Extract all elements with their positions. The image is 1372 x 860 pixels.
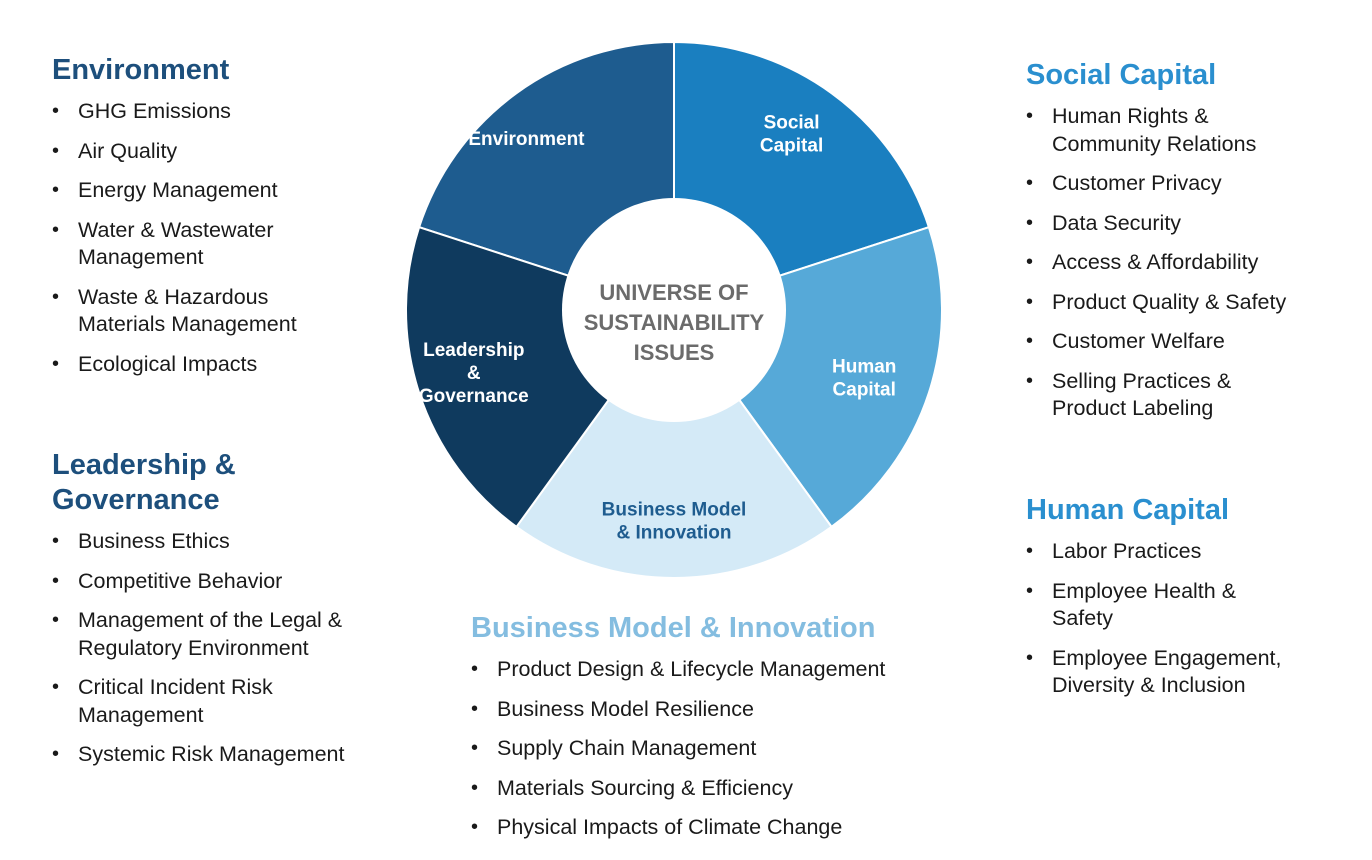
social-capital-section: Social Capital Human Rights & Community … (1026, 57, 1346, 435)
wheel-label-human: Capital (833, 379, 896, 400)
human-capital-section: Human Capital Labor Practices Employee H… (1026, 492, 1346, 712)
list-item: Data Security (1026, 210, 1346, 238)
wheel-label-business: Business Model (602, 500, 747, 521)
list-item: Customer Privacy (1026, 170, 1346, 198)
wheel-label-leadership: Leadership (423, 340, 524, 361)
list-item: Systemic Risk Management (52, 741, 392, 769)
list-item: Labor Practices (1026, 538, 1346, 566)
center-label-line-2: SUSTAINABILITY (584, 310, 765, 335)
environment-heading: Environment (52, 54, 230, 86)
list-item: Product Quality & Safety (1026, 289, 1346, 317)
list-item: GHG Emissions (52, 98, 382, 126)
wheel-label-leadership: & (467, 363, 481, 384)
list-item: Supply Chain Management (471, 735, 991, 763)
list-item: Business Ethics (52, 528, 392, 556)
center-label-line-3: ISSUES (634, 340, 715, 365)
human-capital-list: Labor Practices Employee Health & Safety… (1026, 538, 1346, 700)
leadership-list: Business Ethics Competitive Behavior Man… (52, 528, 392, 769)
human-capital-heading: Human Capital (1026, 494, 1230, 526)
list-item: Customer Welfare (1026, 328, 1346, 356)
wheel-label-social: Capital (760, 136, 823, 157)
wheel-label-business: & Innovation (616, 523, 731, 544)
wheel-center-circle (562, 198, 786, 422)
list-item: Air Quality (52, 138, 382, 166)
environment-section: Environment GHG Emissions Air Quality En… (52, 52, 382, 390)
list-item: Product Design & Lifecycle Management (471, 656, 991, 684)
wheel-label-leadership: Governance (419, 386, 529, 407)
business-model-heading: Business Model & Innovation (471, 612, 876, 644)
business-model-list: Product Design & Lifecycle Management Bu… (471, 656, 991, 842)
center-label-line-1: UNIVERSE OF (599, 280, 748, 305)
list-item: Critical Incident Risk Management (52, 674, 328, 729)
list-item: Selling Practices & Product Labeling (1026, 368, 1272, 423)
list-item: Physical Impacts of Climate Change (471, 814, 991, 842)
list-item: Materials Sourcing & Efficiency (471, 775, 991, 803)
list-item: Employee Engagement, Diversity & Inclusi… (1026, 645, 1322, 700)
list-item: Employee Health & Safety (1026, 578, 1272, 633)
list-item: Competitive Behavior (52, 568, 392, 596)
sustainability-wheel: UNIVERSE OF SUSTAINABILITY ISSUES Enviro… (405, 40, 943, 579)
wheel-label-human: Human (832, 356, 896, 377)
wheel-segment-business (515, 308, 833, 579)
wheel-label-social: Social (764, 113, 820, 134)
environment-list: GHG Emissions Air Quality Energy Managem… (52, 98, 382, 378)
business-model-section: Business Model & Innovation Product Desi… (471, 610, 991, 854)
leadership-section: Leadership & Governance Business Ethics … (52, 448, 392, 781)
social-capital-list: Human Rights & Community Relations Custo… (1026, 103, 1346, 423)
list-item: Access & Affordability (1026, 249, 1346, 277)
list-item: Business Model Resilience (471, 696, 991, 724)
leadership-heading: Leadership & Governance (52, 449, 236, 516)
list-item: Energy Management (52, 177, 382, 205)
list-item: Ecological Impacts (52, 351, 382, 379)
wheel-label-environment: Environment (468, 129, 585, 150)
social-capital-heading: Social Capital (1026, 59, 1217, 91)
list-item: Water & Wastewater Management (52, 217, 308, 272)
list-item: Management of the Legal & Regulatory Env… (52, 607, 378, 662)
list-item: Waste & Hazardous Materials Management (52, 284, 338, 339)
list-item: Human Rights & Community Relations (1026, 103, 1302, 158)
